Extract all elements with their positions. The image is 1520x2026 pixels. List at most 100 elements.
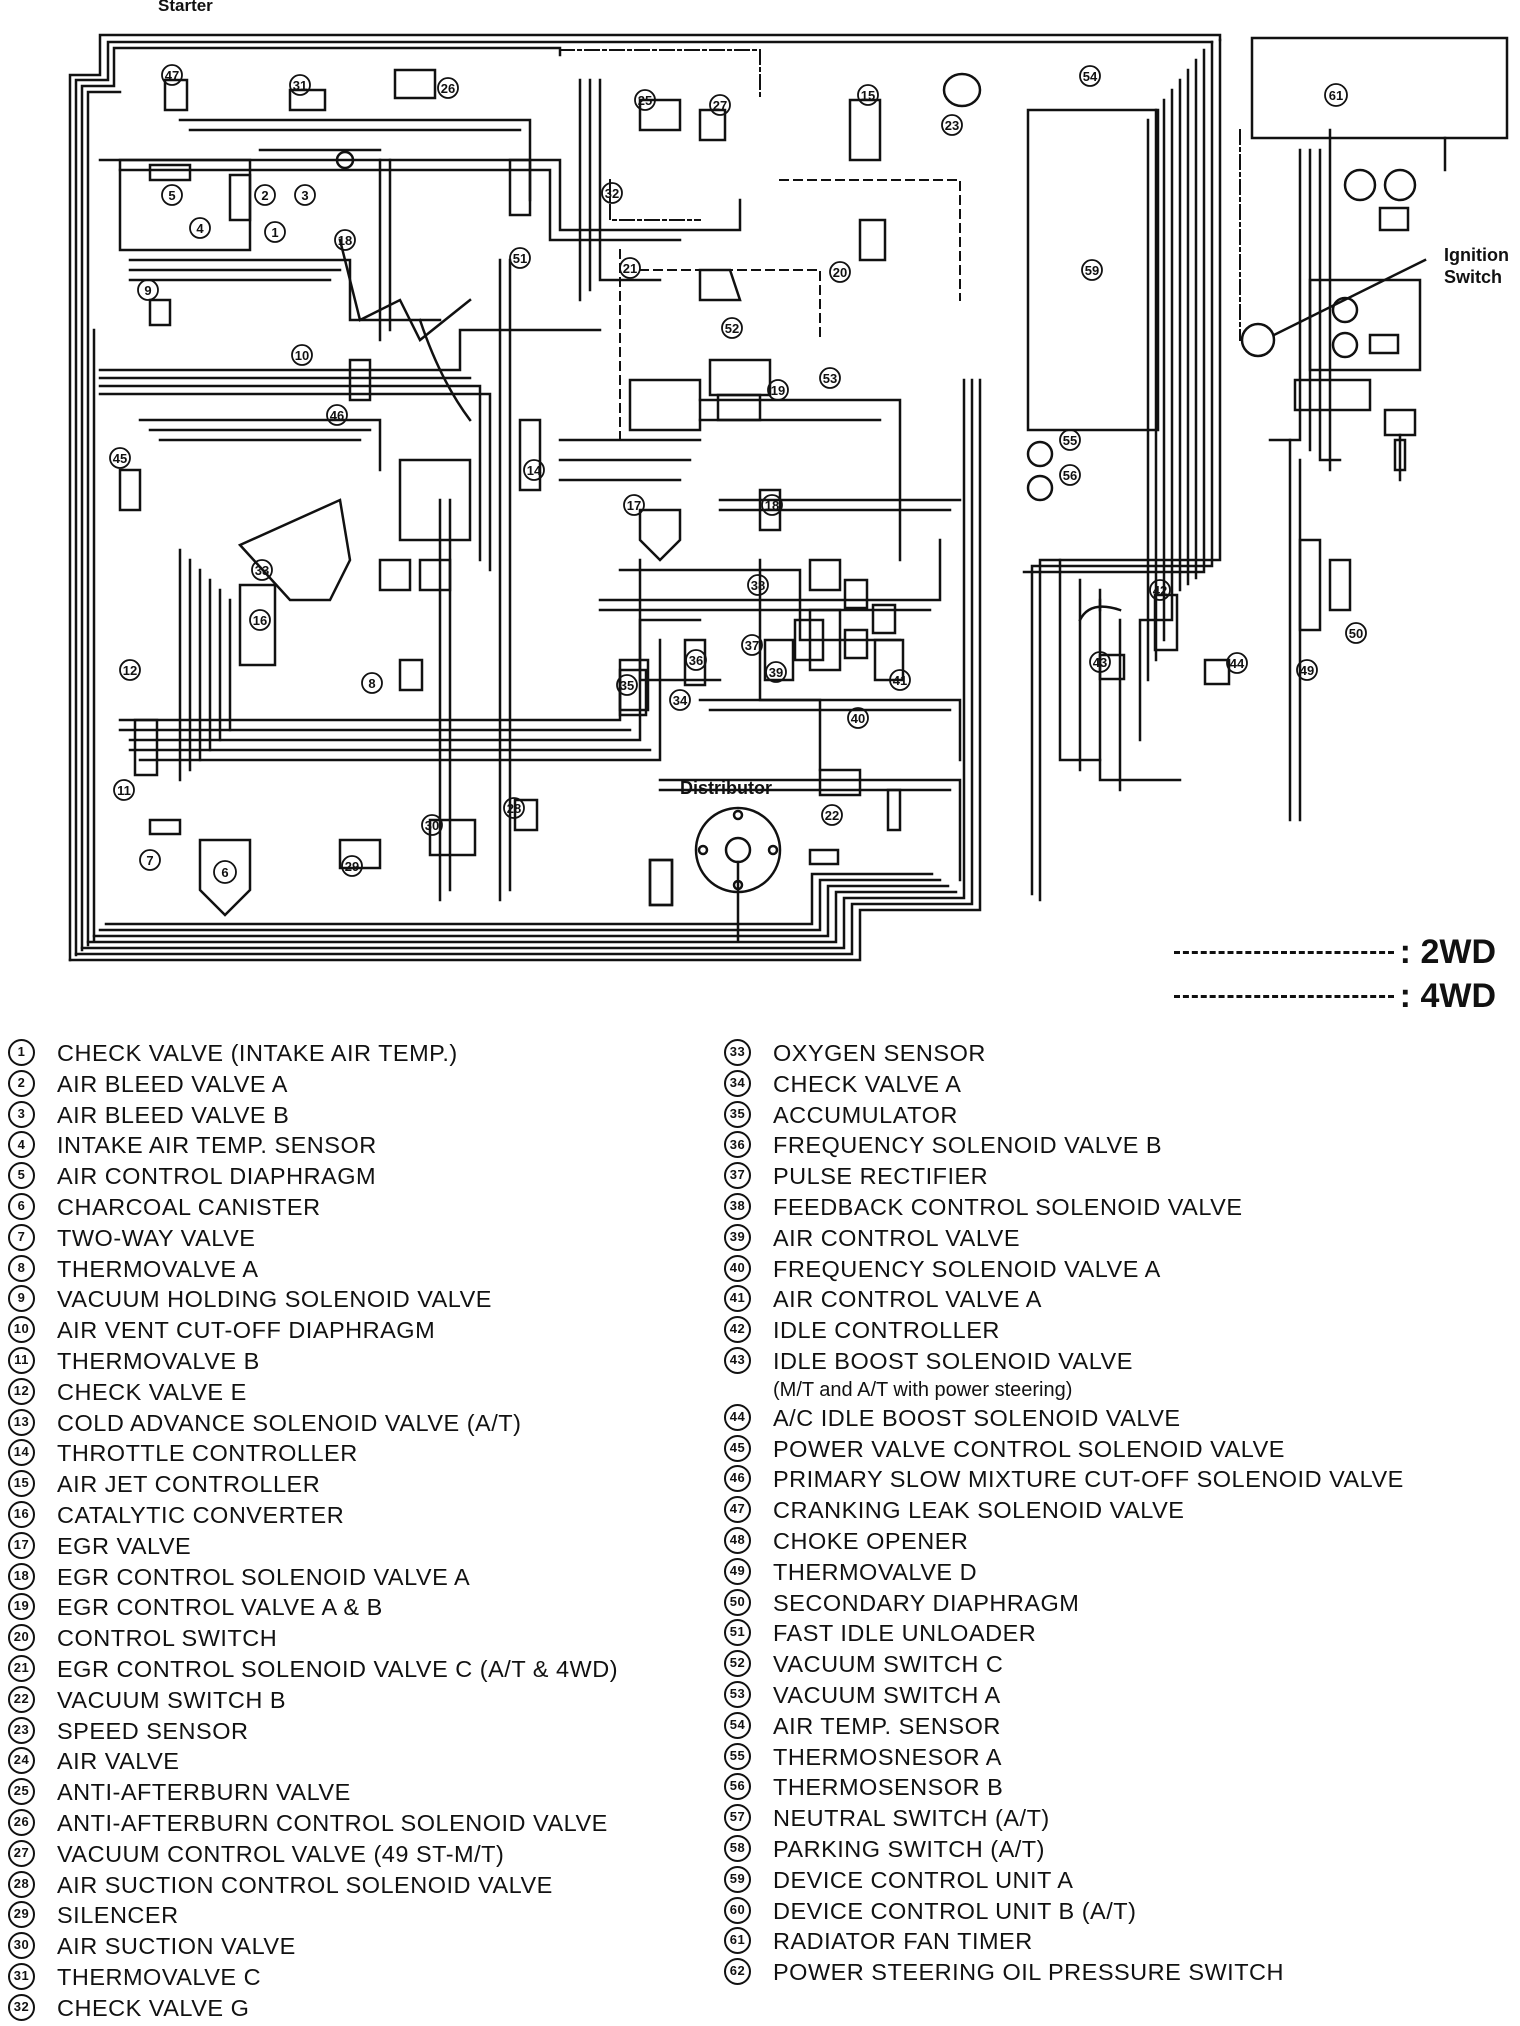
part-name: AIR VALVE — [57, 1746, 179, 1777]
carburetor — [118, 150, 532, 592]
part-number-badge: 57 — [724, 1804, 751, 1832]
svg-text:41: 41 — [893, 673, 907, 688]
part-name-text: SILENCER — [57, 1902, 179, 1929]
part-name-text: AIR JET CONTROLLER — [57, 1471, 321, 1498]
callout-61: 61 — [1324, 83, 1348, 107]
part-name-text: CHECK VALVE G — [57, 1994, 250, 2021]
ignition-switch-label: Ignition Switch — [1444, 245, 1509, 287]
part-name-text: PRIMARY SLOW MIXTURE CUT-OFF SOLENOID VA… — [773, 1466, 1404, 1493]
part-name: ANTI-AFTERBURN CONTROL SOLENOID VALVE — [57, 1808, 608, 1839]
part-number-badge: 55 — [724, 1742, 751, 1770]
part-name-text: AIR BLEED VALVE B — [57, 1101, 290, 1128]
part-name-text: IDLE BOOST SOLENOID VALVE — [773, 1347, 1133, 1374]
part-item: 22 VACUUM SWITCH B — [8, 1685, 728, 1716]
part-number-badge: 38 — [724, 1192, 751, 1220]
callout-47: 47 — [161, 64, 183, 86]
distributor — [648, 806, 782, 942]
part-name: THERMOSNESOR A — [773, 1742, 1002, 1773]
ignition-area — [1240, 168, 1427, 482]
svg-text:9: 9 — [144, 283, 151, 298]
svg-text:30: 30 — [425, 818, 439, 833]
part-name: SILENCER — [57, 1900, 179, 1931]
part-name-text: CONTROL SWITCH — [57, 1625, 278, 1652]
part-item: 32 CHECK VALVE G — [8, 1993, 728, 2024]
part-number-badge: 30 — [8, 1932, 35, 1960]
part-name: CONTROL SWITCH — [57, 1623, 277, 1654]
svg-text:18: 18 — [765, 498, 779, 513]
svg-text:5: 5 — [168, 188, 175, 203]
callout-26: 26 — [437, 77, 459, 99]
part-name-text: CHECK VALVE E — [57, 1378, 247, 1405]
svg-text:43: 43 — [1093, 655, 1107, 670]
part-name-text: PARKING SWITCH (A/T) — [773, 1835, 1045, 1862]
svg-text:2: 2 — [261, 188, 268, 203]
part-name-text: SECONDARY DIAPHRAGM — [773, 1589, 1080, 1616]
callout-37: 37 — [741, 634, 763, 656]
starter-label: Starter — [158, 0, 213, 15]
svg-text:19: 19 — [771, 383, 785, 398]
part-number-badge: 58 — [724, 1834, 751, 1862]
part-number-badge: 1 — [8, 1039, 35, 1066]
svg-text:59: 59 — [1085, 263, 1099, 278]
svg-text:50: 50 — [1349, 626, 1363, 641]
part-name-text: VACUUM CONTROL VALVE (49 ST-M/T) — [57, 1840, 505, 1867]
part-name-text: PULSE RECTIFIER — [773, 1163, 989, 1190]
part-number-badge: 28 — [8, 1870, 35, 1898]
part-name: IDLE CONTROLLER — [773, 1315, 1000, 1346]
callout-56: 56 — [1059, 464, 1081, 486]
part-name-text: AIR CONTROL VALVE A — [773, 1286, 1042, 1313]
part-number-badge: 23 — [8, 1716, 35, 1744]
part-number-badge: 32 — [8, 1993, 35, 2021]
part-name: TWO-WAY VALVE — [57, 1223, 255, 1254]
svg-text:29: 29 — [345, 859, 359, 874]
svg-text:17: 17 — [627, 498, 641, 513]
part-name: AIR TEMP. SENSOR — [773, 1711, 1001, 1742]
callout-7: 7 — [139, 849, 161, 871]
part-name: FAST IDLE UNLOADER — [773, 1618, 1036, 1649]
svg-text:42: 42 — [1153, 583, 1167, 598]
part-name: DEVICE CONTROL UNIT B (A/T) — [773, 1896, 1136, 1927]
callout-18b: 18 — [761, 494, 783, 516]
callout-17: 17 — [623, 494, 645, 516]
idle-controller — [1078, 588, 1231, 686]
hose-bundle-outer — [68, 33, 1222, 962]
part-name: SECONDARY DIAPHRAGM — [773, 1588, 1079, 1619]
part-note: (M/T and A/T with power steering) — [773, 1378, 1073, 1401]
callout-36: 36 — [685, 649, 707, 671]
svg-text:47: 47 — [165, 68, 179, 83]
part-number-badge: 19 — [8, 1593, 35, 1621]
svg-text:18: 18 — [338, 233, 352, 248]
part-name: A/C IDLE BOOST SOLENOID VALVE — [773, 1403, 1181, 1434]
part-name-text: VACUUM HOLDING SOLENOID VALVE — [57, 1286, 492, 1313]
svg-text:45: 45 — [113, 451, 127, 466]
part-name: VACUUM SWITCH B — [57, 1685, 286, 1716]
part-number-badge: 22 — [8, 1685, 35, 1713]
vacuum-hose-diagram: 47 31 26 25 27 15 23 54 61 5 4 2 1 3 18 … — [68, 33, 1509, 962]
part-name-text: AIR VALVE — [57, 1748, 180, 1775]
part-name-text: EGR VALVE — [57, 1532, 192, 1559]
part-number-badge: 54 — [724, 1711, 751, 1739]
part-number-badge: 33 — [724, 1039, 751, 1066]
part-item: 54 AIR TEMP. SENSOR — [724, 1711, 1514, 1742]
part-name-text: AIR SUCTION CONTROL SOLENOID VALVE — [57, 1871, 553, 1898]
callout-31: 31 — [289, 74, 311, 96]
part-number-badge: 40 — [724, 1254, 751, 1282]
part-number-badge: 25 — [8, 1778, 35, 1806]
part-name: CRANKING LEAK SOLENOID VALVE — [773, 1495, 1184, 1526]
